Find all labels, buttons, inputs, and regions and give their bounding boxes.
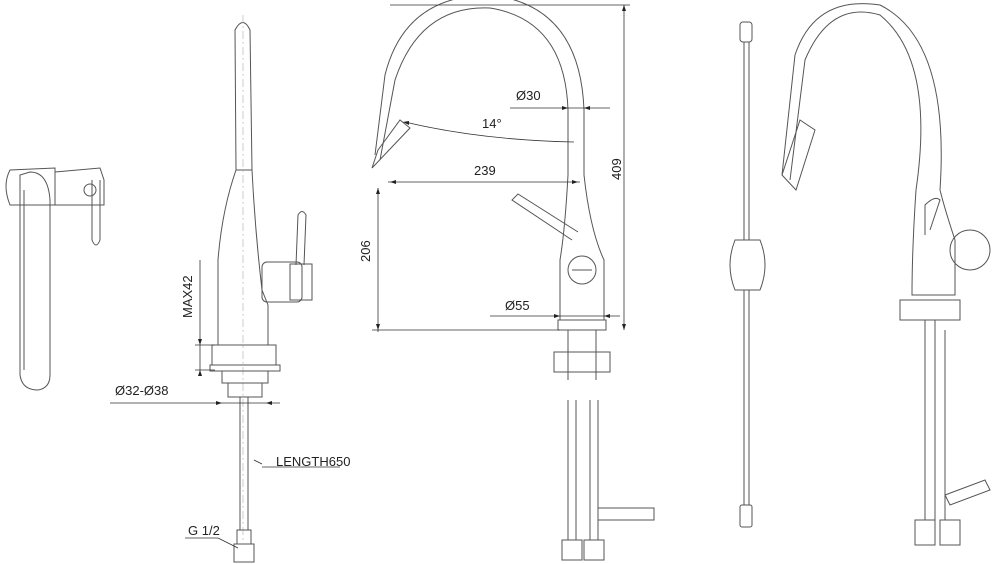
total-height-label: 409 bbox=[609, 158, 624, 180]
thread-label: G 1/2 bbox=[188, 523, 220, 538]
spout-height-label: 206 bbox=[358, 240, 373, 262]
front-view bbox=[371, 0, 655, 561]
hole-diameter-label: Ø32-Ø38 bbox=[115, 383, 168, 398]
reach-label: 239 bbox=[474, 163, 496, 178]
angle-label: 14° bbox=[482, 116, 502, 131]
perspective-view bbox=[781, 3, 991, 546]
max-height-label: MAX42 bbox=[180, 275, 195, 318]
spout-diameter-label: Ø30 bbox=[516, 88, 541, 103]
base-diameter-label: Ø55 bbox=[505, 298, 530, 313]
top-view bbox=[5, 167, 105, 391]
hose-length-label: LENGTH650 bbox=[276, 454, 350, 469]
side-view bbox=[110, 15, 340, 563]
pull-out-hose-view bbox=[729, 21, 766, 528]
